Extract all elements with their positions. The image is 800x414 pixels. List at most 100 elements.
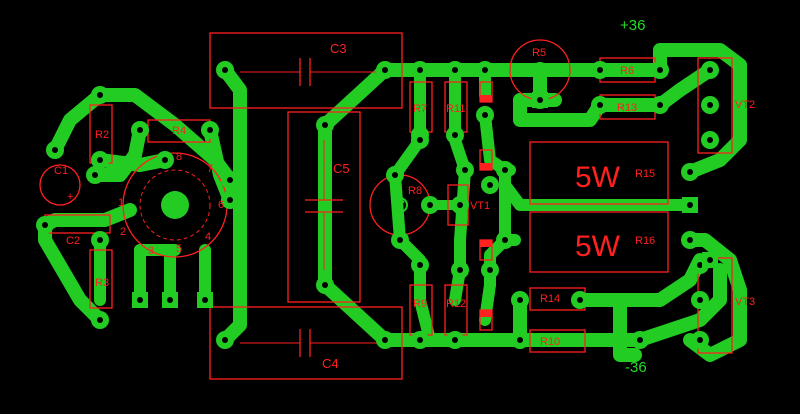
r13-label: R13: [617, 102, 637, 114]
c5-outline: [287, 111, 361, 303]
pad-hole: [487, 182, 493, 188]
r9-label: R9: [413, 298, 427, 310]
c3-label: C3: [330, 41, 347, 56]
pad-hole: [637, 337, 643, 343]
vt1-label: VT1: [470, 200, 490, 212]
ic-pin-6: 6: [218, 199, 224, 211]
pad-hole: [392, 172, 398, 178]
pad-hole: [417, 262, 423, 268]
pad-hole: [452, 132, 458, 138]
trace-d-bottom: [479, 164, 511, 326]
pad-hole: [657, 102, 663, 108]
r3-label: R3: [95, 277, 109, 289]
pad-hole: [537, 97, 543, 103]
pad-hole: [687, 237, 693, 243]
pad-hole: [137, 297, 143, 303]
pad-hole: [482, 112, 488, 118]
r3-outline: [89, 249, 113, 309]
pad-hole: [452, 67, 458, 73]
trace-c3-c4: [218, 63, 247, 347]
pad-hole: [97, 92, 103, 98]
plus-rail-label: +36: [620, 17, 645, 34]
ic-pin-4: 4: [205, 231, 211, 243]
pad-hole: [202, 297, 208, 303]
pad-hole: [222, 337, 228, 343]
pad-hole: [707, 257, 713, 263]
pad-hole: [517, 297, 523, 303]
trimmer-screw: [532, 62, 548, 78]
trace-mid-stack: [449, 134, 471, 306]
pad-hole: [322, 122, 328, 128]
pad-hole: [397, 237, 403, 243]
pad-hole: [687, 169, 693, 175]
r16-label: R16: [635, 235, 655, 247]
pad-hole: [222, 67, 228, 73]
c1-label: C1: [54, 165, 68, 177]
ic-pin-7: 7: [207, 163, 213, 175]
pad-hole: [697, 262, 703, 268]
pad-hole: [417, 337, 423, 343]
trace-minus-tap: [613, 293, 642, 362]
pad-hole: [92, 172, 98, 178]
pad-hole: [427, 202, 433, 208]
pad-hole: [597, 102, 603, 108]
pad-hole: [452, 337, 458, 343]
vt2-outline: [697, 57, 733, 154]
pad-hole: [502, 167, 508, 173]
ic-pin-8: 8: [176, 151, 182, 163]
pad-hole: [207, 127, 213, 133]
pad-hole: [227, 177, 233, 183]
pad-hole: [417, 67, 423, 73]
r12-label: R12: [446, 298, 466, 310]
pad-hole: [482, 67, 488, 73]
pad-hole: [707, 67, 713, 73]
c1-polarity: +: [67, 191, 73, 203]
c5-label: C5: [333, 161, 350, 176]
trace-r13-row: [513, 63, 717, 127]
pad-hole: [697, 337, 703, 343]
r6-label: R6: [620, 65, 634, 77]
r16-outline: [529, 211, 669, 273]
pad-hole: [137, 127, 143, 133]
trace-r4-left: [88, 123, 147, 182]
ic-center-pad: [161, 191, 189, 219]
pad-hole: [707, 102, 713, 108]
trimmer-slot: [395, 200, 405, 210]
pad-hole: [322, 282, 328, 288]
labels: +36 -36 C3 C4 C5 C1 + C2 R2 R4 R3 R7 R11…: [54, 17, 755, 376]
pad-hole: [487, 267, 493, 273]
r15-label: R15: [635, 168, 655, 180]
pads: [36, 61, 719, 349]
r15-rating: 5W: [575, 161, 621, 194]
r11-label: R11: [446, 103, 465, 115]
pad-hole: [697, 297, 703, 303]
r10-label: R10: [540, 336, 560, 348]
trimmer-slot: [535, 65, 545, 75]
pad-hole: [597, 67, 603, 73]
pad-hole: [517, 337, 523, 343]
vt2-label: VT2: [735, 99, 755, 111]
r16-rating: 5W: [575, 230, 621, 263]
trimmer-screw: [392, 197, 408, 213]
ic-pin-2: 2: [120, 226, 126, 238]
ic-pin-1: 1: [118, 197, 124, 209]
ic-pin-5: 5: [176, 243, 182, 255]
r14-label: R14: [540, 293, 560, 305]
trace-minus-rail: [683, 233, 747, 362]
pad-hole: [382, 67, 388, 73]
pad-hole: [577, 297, 583, 303]
pad-hole: [52, 147, 58, 153]
ic-pin-3: 3: [148, 245, 154, 257]
r5-label: R5: [532, 47, 546, 59]
vt3-label: VT3: [735, 296, 755, 308]
r15-outline: [529, 141, 669, 205]
pad-hole: [167, 297, 173, 303]
r10-outline: [529, 329, 586, 353]
minus-rail-label: -36: [625, 359, 647, 376]
pad-hole: [42, 222, 48, 228]
pad-hole: [97, 317, 103, 323]
r4-label: R4: [172, 125, 186, 137]
pad-hole: [502, 237, 508, 243]
pad-hole: [227, 197, 233, 203]
